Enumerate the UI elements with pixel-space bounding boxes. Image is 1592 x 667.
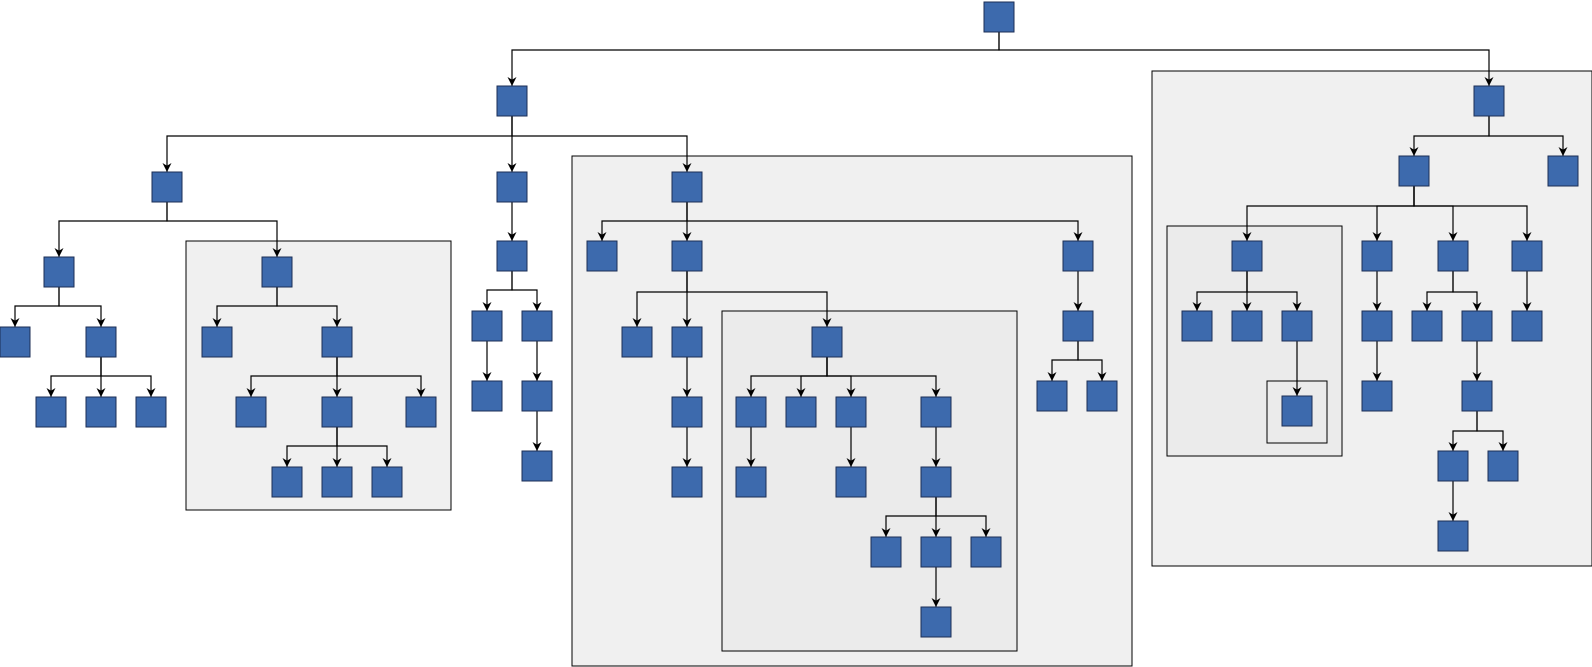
tree-node <box>1281 310 1313 342</box>
edge-arrow <box>166 202 282 257</box>
tree-node <box>0 326 31 358</box>
tree-node <box>1437 240 1469 272</box>
edges <box>10 32 1568 607</box>
tree-node <box>1361 240 1393 272</box>
tree-node <box>85 326 117 358</box>
tree-node <box>671 326 703 358</box>
tree-node <box>1511 310 1543 342</box>
tree-node <box>261 256 293 288</box>
tree-node <box>201 326 233 358</box>
tree-node <box>1361 310 1393 342</box>
tree-node <box>1547 155 1579 187</box>
edge-arrow <box>826 357 941 397</box>
edge-arrow <box>162 116 513 172</box>
tree-node <box>43 256 75 288</box>
tree-node <box>785 396 817 428</box>
tree-node <box>1411 310 1443 342</box>
edge-arrow <box>336 427 392 467</box>
tree-node <box>1062 240 1094 272</box>
edge-arrow <box>686 271 832 327</box>
tree-node <box>1086 380 1118 412</box>
group-container <box>721 310 1018 652</box>
tree-node <box>671 171 703 203</box>
edge-arrow <box>54 202 168 257</box>
tree-node <box>371 466 403 498</box>
tree-node <box>970 536 1002 568</box>
tree-node <box>870 536 902 568</box>
tree-node <box>151 171 183 203</box>
tree-node <box>521 310 553 342</box>
edge-arrow <box>935 497 991 537</box>
edge-arrow <box>998 32 1494 86</box>
group-containers <box>185 70 1592 667</box>
tree-node <box>811 326 843 358</box>
edge-arrow <box>507 32 1000 86</box>
tree-node <box>1281 395 1313 427</box>
tree-node <box>671 240 703 272</box>
edge-arrow <box>1077 341 1107 381</box>
edge-arrow <box>1452 271 1482 311</box>
tree-node <box>496 85 528 117</box>
tree-node <box>405 396 437 428</box>
edge-arrow <box>686 202 1083 241</box>
tree-node <box>920 396 952 428</box>
tree-node <box>321 326 353 358</box>
tree-node <box>1398 155 1430 187</box>
edge-arrow <box>1246 271 1302 311</box>
tree-node <box>321 396 353 428</box>
nodes <box>0 1 1579 638</box>
edge-arrow <box>1413 186 1532 241</box>
tree-node <box>1473 85 1505 117</box>
tree-node <box>586 240 618 272</box>
tree-node <box>1062 310 1094 342</box>
tree-node <box>471 310 503 342</box>
tree-node <box>835 466 867 498</box>
tree-node <box>235 396 267 428</box>
tree-node <box>983 1 1015 33</box>
tree-node <box>735 396 767 428</box>
tree-node <box>496 171 528 203</box>
edge-arrow <box>1488 116 1568 156</box>
edge-arrow <box>511 116 692 172</box>
tree-node <box>496 240 528 272</box>
tree-node <box>1461 380 1493 412</box>
edge-arrow <box>336 357 426 397</box>
tree-node <box>835 396 867 428</box>
tree-node <box>271 466 303 498</box>
tree-node <box>735 466 767 498</box>
edge-arrow <box>276 287 342 327</box>
tree-node <box>671 466 703 498</box>
tree-node <box>1511 240 1543 272</box>
edge-arrow <box>482 271 513 311</box>
tree-node <box>135 396 167 428</box>
tree-node <box>920 606 952 638</box>
tree-node <box>1231 240 1263 272</box>
tree-node <box>621 326 653 358</box>
tree-node <box>321 466 353 498</box>
edge-arrow <box>1476 411 1508 451</box>
tree-node <box>521 380 553 412</box>
tree-node <box>920 466 952 498</box>
tree-node <box>1461 310 1493 342</box>
tree-node <box>35 396 67 428</box>
tree-node <box>1036 380 1068 412</box>
tree-node <box>85 396 117 428</box>
tree-node <box>1181 310 1213 342</box>
edge-arrow <box>511 271 542 311</box>
edge-arrow <box>100 357 156 397</box>
tree-node <box>1487 450 1519 482</box>
tree-node <box>1361 380 1393 412</box>
tree-node <box>521 450 553 482</box>
tree-node <box>471 380 503 412</box>
tree-node <box>1437 450 1469 482</box>
tree-node <box>671 396 703 428</box>
tree-node <box>920 536 952 568</box>
edge-arrow <box>58 287 106 327</box>
edge-arrow <box>10 287 60 327</box>
edge-arrow <box>46 357 102 397</box>
tree-node <box>1231 310 1263 342</box>
tree-node <box>1437 520 1469 552</box>
